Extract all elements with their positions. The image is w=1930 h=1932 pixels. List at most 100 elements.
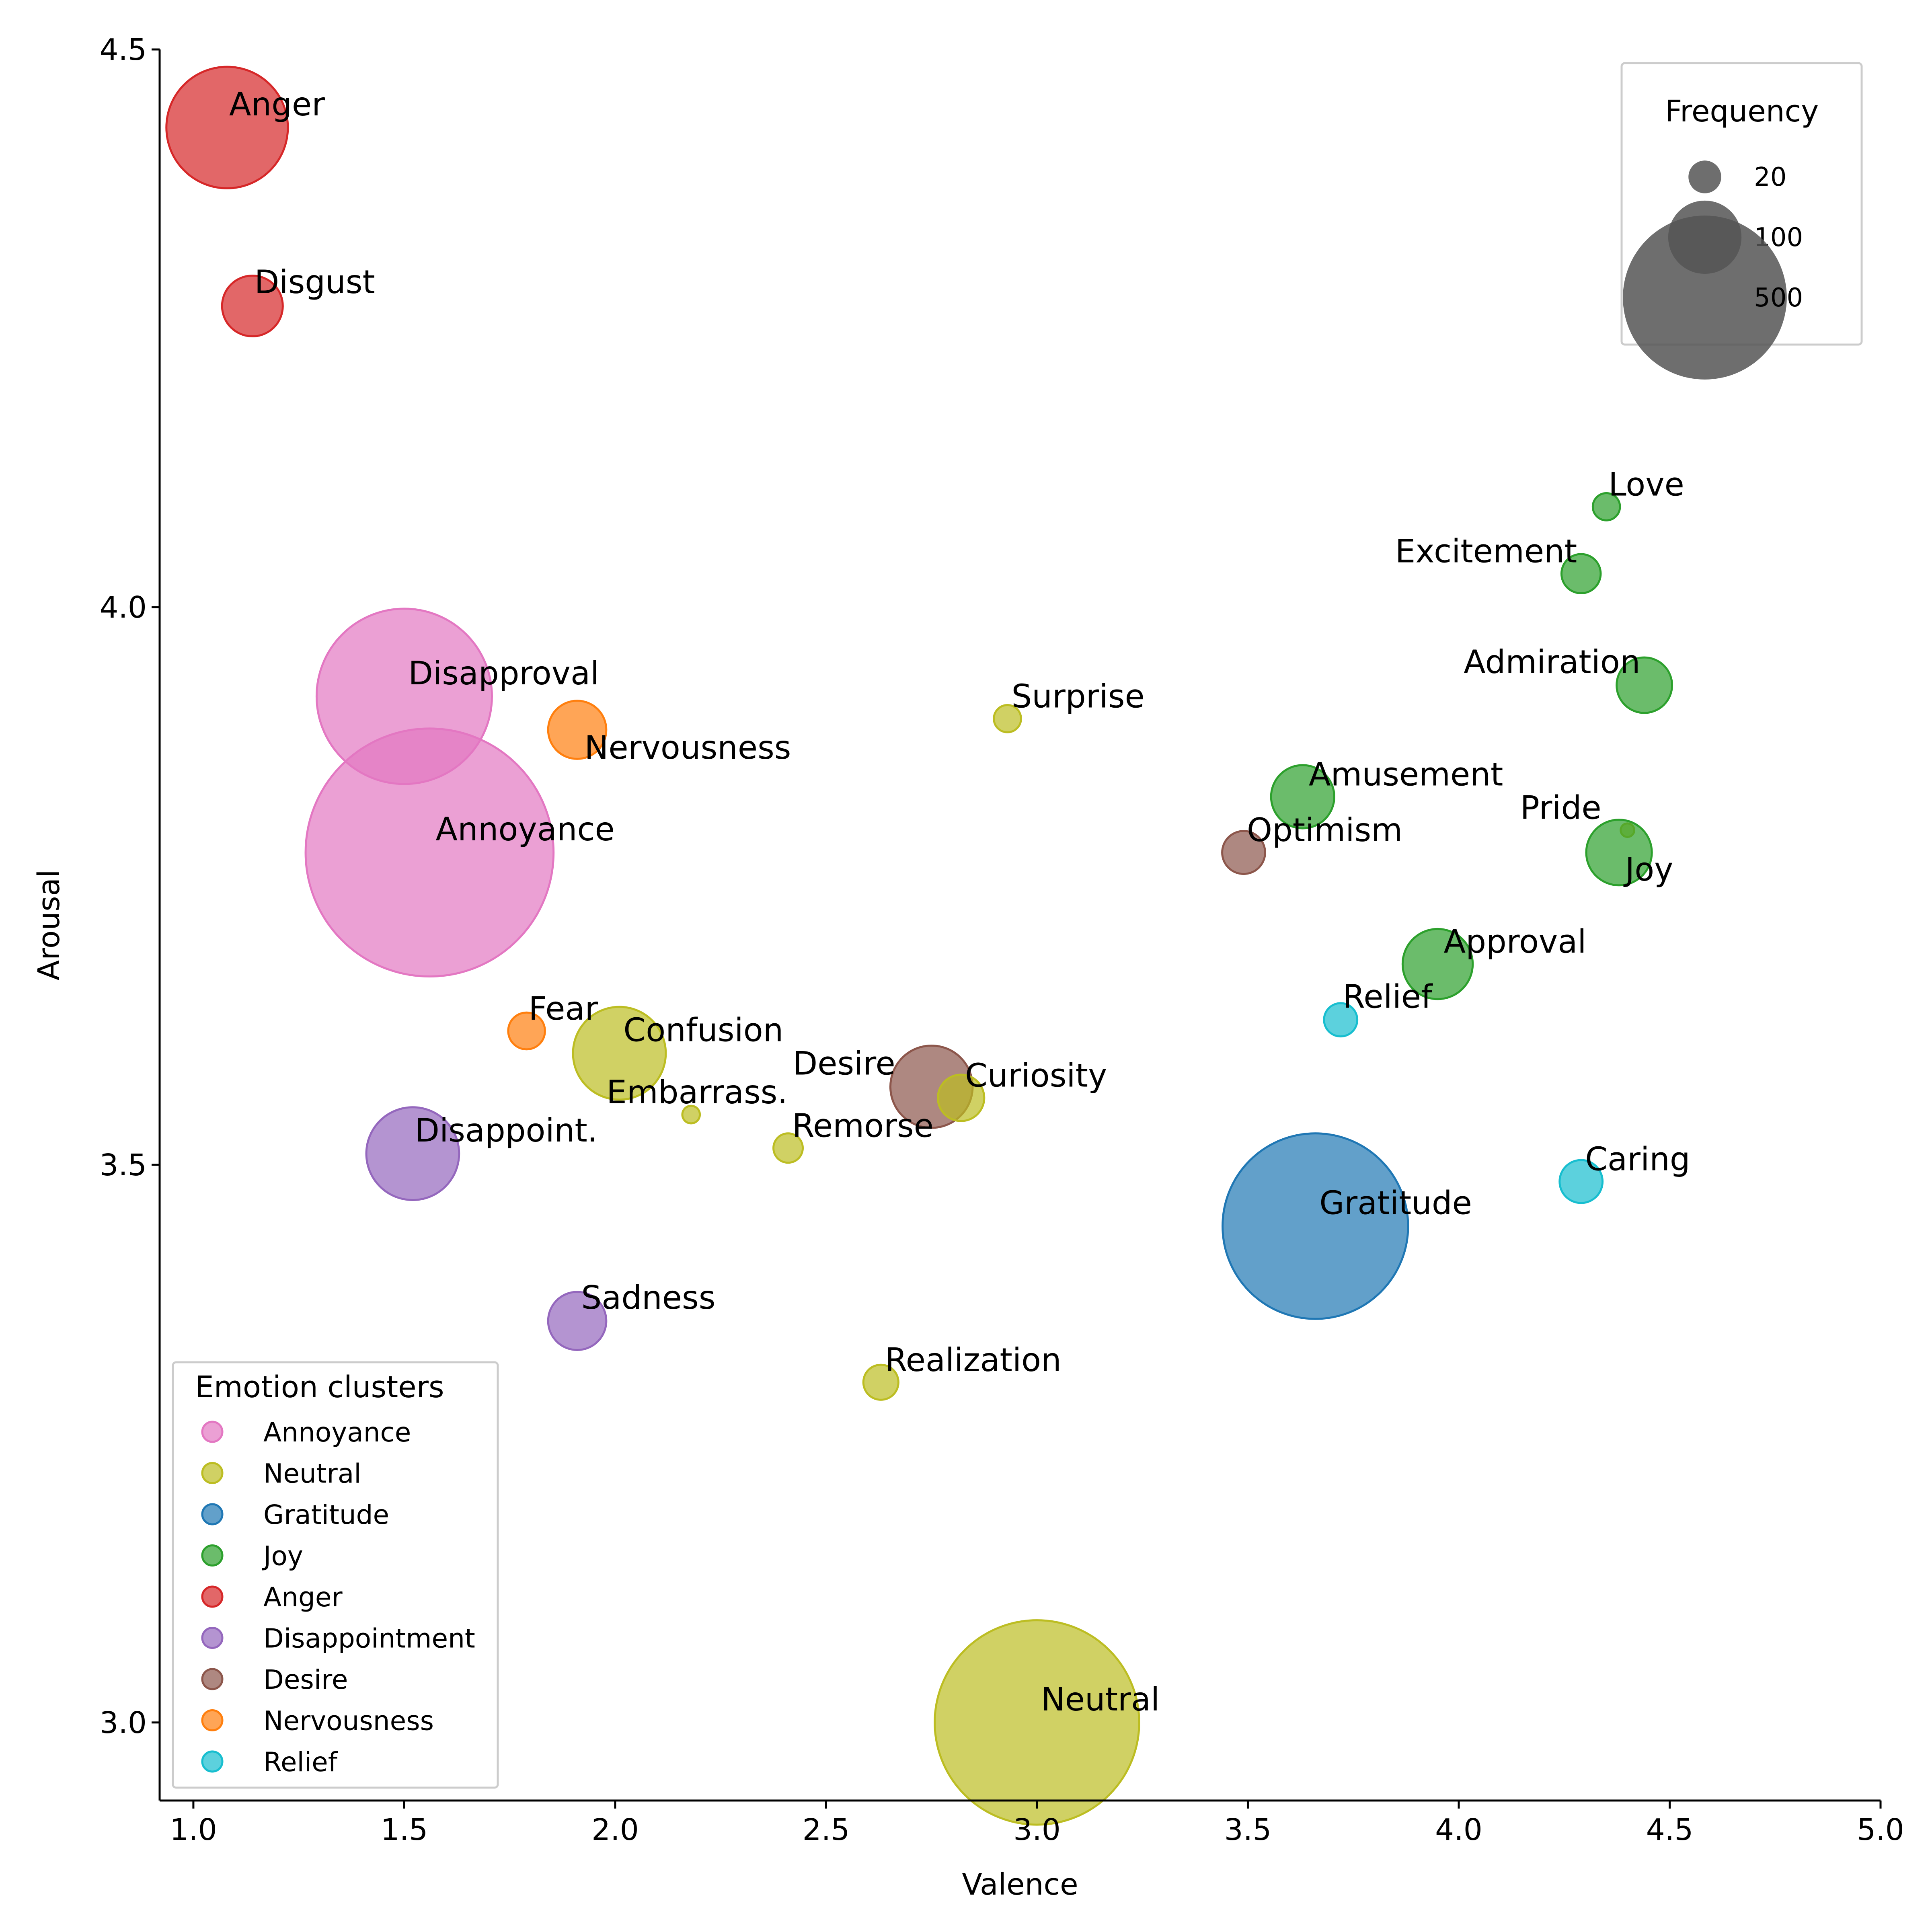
point-label-embarrass: Embarrass. <box>606 1074 787 1111</box>
bubble-amusement <box>1270 764 1335 829</box>
bubble-joy <box>1585 819 1653 887</box>
x-ticks: 1.0 1.5 2.0 2.5 3.0 3.5 4.0 4.5 5.0 <box>170 1801 1904 1847</box>
point-label-optimism: Optimism <box>1247 811 1402 849</box>
point-label-disappoint: Disappoint. <box>415 1112 597 1149</box>
x-tick-label: 3.5 <box>1224 1813 1272 1847</box>
bubble-annoyance <box>304 727 555 978</box>
cluster-legend-marker <box>201 1544 224 1567</box>
bubble-nervousness <box>547 700 608 760</box>
x-tick-label: 3.0 <box>1013 1813 1061 1847</box>
bubble-curiosity <box>936 1074 986 1122</box>
cluster-legend-marker <box>201 1421 224 1443</box>
size-legend-marker <box>1688 160 1721 193</box>
bubble-love <box>1591 492 1621 521</box>
point-label-disgust: Disgust <box>255 263 375 301</box>
point-label-remorse: Remorse <box>792 1107 934 1144</box>
bubble-disgust <box>221 274 284 338</box>
bubble-anger <box>165 66 289 189</box>
x-tick-label: 1.5 <box>381 1813 428 1847</box>
bubble-sadness <box>547 1291 608 1351</box>
point-label-approval: Approval <box>1444 923 1587 961</box>
cluster-legend-label: Neutral <box>263 1458 361 1489</box>
cluster-legend-label: Nervousness <box>263 1706 434 1737</box>
point-label-sadness: Sadness <box>581 1279 716 1316</box>
cluster-legend-marker <box>201 1627 224 1649</box>
y-axis-label: Arousal <box>32 869 66 980</box>
bubble-embarrass <box>681 1105 701 1125</box>
point-label-desire: Desire <box>793 1045 895 1082</box>
x-tick-label: 1.0 <box>170 1813 217 1847</box>
point-label-admiration: Admiration <box>1464 643 1640 681</box>
bubble-realization <box>862 1363 899 1401</box>
bubble-optimism <box>1221 830 1266 875</box>
bubble-caring <box>1558 1159 1604 1204</box>
bubble-remorse <box>772 1132 804 1164</box>
point-label-excitement: Excitement <box>1395 533 1577 570</box>
point-label-gratitude: Gratitude <box>1319 1184 1472 1222</box>
cluster-legend-label: Desire <box>263 1664 348 1695</box>
point-label-anger: Anger <box>229 86 325 123</box>
cluster-legend-label: Anger <box>263 1582 343 1613</box>
bubble-confusion <box>572 1006 667 1101</box>
y-tick-label: 3.0 <box>99 1706 147 1740</box>
cluster-legend-marker <box>201 1503 224 1525</box>
bubble-approval <box>1401 928 1474 1000</box>
cluster-legend-title: Emotion clusters <box>195 1370 444 1404</box>
point-label-relief: Relief <box>1343 978 1433 1015</box>
axes: 1.0 1.5 2.0 2.5 3.0 3.5 4.0 4.5 5.0 3.0 3.5 4.0 4.5… <box>32 33 1904 1902</box>
y-tick-label: 3.5 <box>99 1148 147 1183</box>
bubble-disappoint <box>365 1106 460 1201</box>
bubble-relief <box>1323 1002 1359 1038</box>
bubble-fear <box>507 1011 546 1051</box>
y-tick-label: 4.0 <box>99 590 147 625</box>
x-tick-label: 5.0 <box>1857 1813 1904 1847</box>
x-axis-label: Valence <box>962 1867 1078 1902</box>
cluster-legend-marker <box>201 1750 224 1773</box>
cluster-legend: Emotion clusters AnnoyanceNeutralGratitu… <box>172 1361 499 1789</box>
cluster-legend-marker <box>201 1709 224 1731</box>
size-legend-label: 500 <box>1754 283 1803 313</box>
point-label-love: Love <box>1608 466 1684 503</box>
point-label-pride: Pride <box>1520 789 1601 827</box>
point-label-disapproval: Disapproval <box>408 655 599 692</box>
bubble-surprise <box>993 704 1022 733</box>
point-label-fear: Fear <box>529 990 598 1027</box>
bubble-neutral <box>934 1619 1140 1826</box>
cluster-legend-box <box>172 1361 499 1789</box>
point-label-amusement: Amusement <box>1309 756 1503 793</box>
point-label-nervousness: Nervousness <box>585 729 791 766</box>
point-label-annoyance: Annoyance <box>435 811 614 848</box>
cluster-legend-label: Relief <box>263 1747 338 1778</box>
bubbles-layer <box>165 66 1673 1826</box>
x-tick-label: 2.5 <box>803 1813 850 1847</box>
x-tick-label: 4.5 <box>1646 1813 1694 1847</box>
cluster-legend-marker <box>201 1462 224 1484</box>
point-label-surprise: Surprise <box>1012 678 1145 715</box>
bubble-admiration <box>1616 656 1673 714</box>
point-label-realization: Realization <box>885 1341 1062 1379</box>
bubble-gratitude <box>1222 1132 1409 1320</box>
cluster-legend-marker <box>201 1668 224 1690</box>
cluster-legend-marker <box>201 1585 224 1608</box>
size-legend-label: 20 <box>1754 162 1786 192</box>
bubble-excitement <box>1560 553 1602 594</box>
size-legend-marker <box>1623 216 1787 380</box>
point-label-joy: Joy <box>1623 851 1673 888</box>
point-label-caring: Caring <box>1585 1140 1690 1178</box>
cluster-legend-label: Joy <box>262 1541 303 1572</box>
point-label-confusion: Confusion <box>623 1011 783 1049</box>
y-tick-label: 4.5 <box>99 33 147 67</box>
cluster-legend-label: Gratitude <box>263 1499 389 1530</box>
size-legend-title: Frequency <box>1665 94 1819 129</box>
point-label-neutral: Neutral <box>1041 1681 1160 1718</box>
x-tick-label: 2.0 <box>591 1813 639 1847</box>
y-ticks: 3.0 3.5 4.0 4.5 <box>99 33 160 1740</box>
cluster-legend-label: Disappointment <box>263 1623 475 1654</box>
cluster-legend-entries: AnnoyanceNeutralGratitudeJoyAngerDisappo… <box>201 1417 475 1778</box>
x-tick-label: 4.0 <box>1435 1813 1482 1847</box>
